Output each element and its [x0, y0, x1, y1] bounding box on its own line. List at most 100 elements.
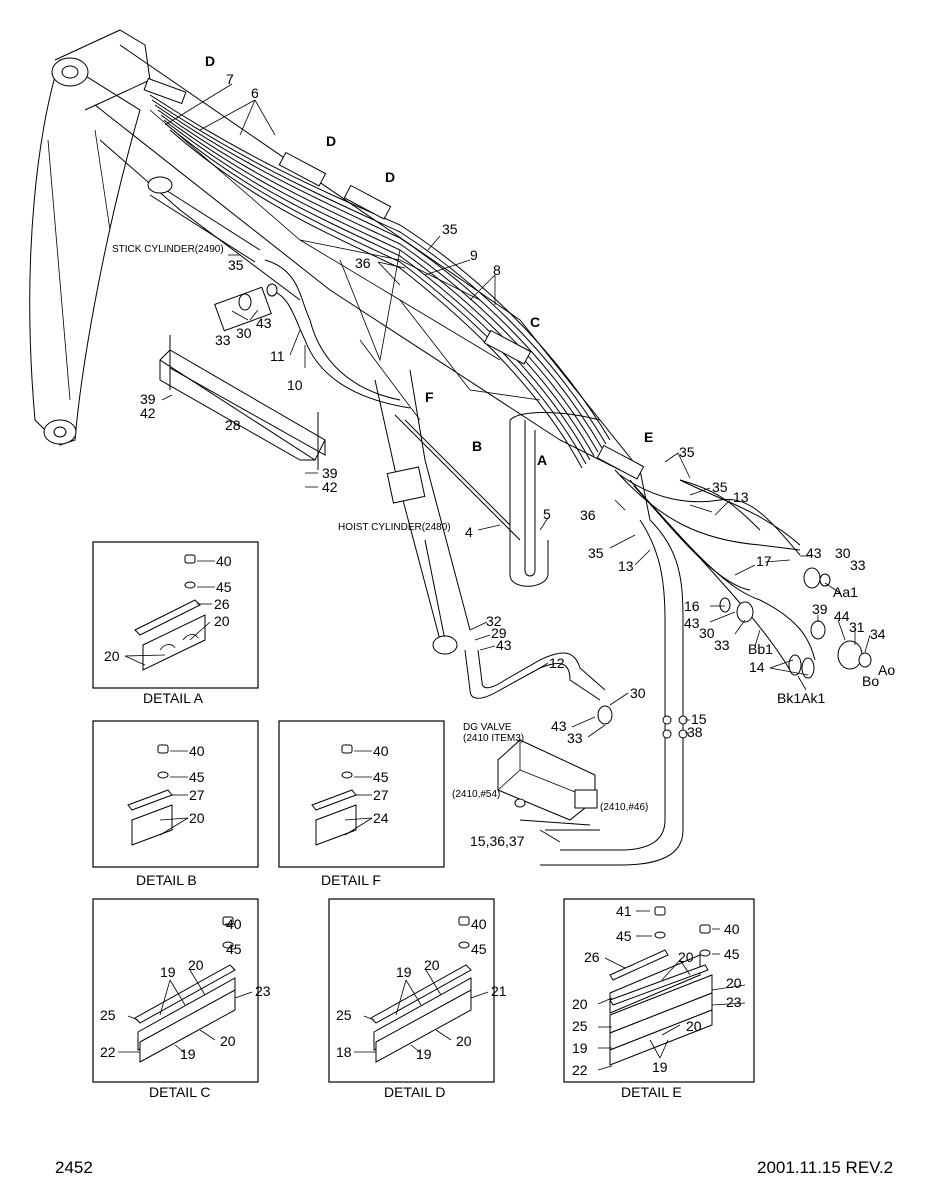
- callout-43: 43: [551, 718, 567, 734]
- hose-loop: [509, 412, 601, 587]
- detail-d-label-18: 18: [336, 1044, 352, 1060]
- detail-e-label-20: 20: [678, 949, 694, 965]
- callout-9: 9: [470, 247, 478, 263]
- dg-valve: [497, 739, 600, 831]
- callout-12: 12: [549, 655, 565, 671]
- annotation-dg-valve: DG VALVE: [463, 722, 512, 733]
- callout-29: 29: [491, 625, 507, 641]
- bracket-parts: [214, 283, 278, 332]
- annotation-hoist-cylinder: HOIST CYLINDER(2480): [338, 522, 451, 533]
- leader-lines: [161, 83, 871, 843]
- detail-e-label-40: 40: [724, 921, 740, 937]
- detail-c-label-22: 22: [100, 1044, 116, 1060]
- detail-c-label-20: 20: [220, 1033, 236, 1049]
- callout-F: F: [425, 389, 434, 405]
- detail-f-label-40: 40: [373, 743, 389, 759]
- callout-D: D: [205, 53, 215, 69]
- annotation-ref-54: (2410,#54): [452, 789, 500, 800]
- detail-f-title: DETAIL F: [321, 872, 381, 888]
- detail-c-label-23: 23: [255, 983, 271, 999]
- callout-13: 13: [618, 558, 634, 574]
- callout-35: 35: [588, 545, 604, 561]
- detail-e-label-19: 19: [652, 1059, 668, 1075]
- callout-36: 36: [355, 255, 371, 271]
- callout-32: 32: [486, 613, 502, 629]
- detail-b-label-40: 40: [189, 743, 205, 759]
- clamp-group: [143, 77, 645, 480]
- callout-33: 33: [567, 730, 583, 746]
- callout-4: 4: [465, 524, 473, 540]
- callout-5: 5: [543, 506, 551, 522]
- detail-b-label-20: 20: [189, 810, 205, 826]
- detail-f-label-24: 24: [373, 810, 389, 826]
- detail-d: 40 45 20 19 25 21 20 18 19 DETAIL D: [328, 898, 507, 1100]
- callout-C: C: [530, 314, 540, 330]
- detail-b-title: DETAIL B: [136, 872, 197, 888]
- detail-a-label-20: 20: [104, 648, 120, 664]
- annotation-dg-valve-ref: (2410 ITEM3): [463, 733, 524, 744]
- detail-f-label-27: 27: [373, 787, 389, 803]
- callout-15: 15: [691, 711, 707, 727]
- callout-30: 30: [630, 685, 646, 701]
- detail-a-label-40: 40: [216, 553, 232, 569]
- detail-a-label-20: 20: [214, 613, 230, 629]
- detail-a-title: DETAIL A: [143, 690, 204, 706]
- callout-D: D: [326, 133, 336, 149]
- callout-44: 44: [834, 608, 850, 624]
- callout-13: 13: [733, 489, 749, 505]
- callout-E: E: [644, 429, 653, 445]
- detail-b-label-45: 45: [189, 769, 205, 785]
- detail-d-label-20: 20: [424, 957, 440, 973]
- tray-28: [159, 335, 326, 470]
- detail-e-label-20: 20: [686, 1018, 702, 1034]
- callout-14: 14: [749, 659, 765, 675]
- callout-39: 39: [322, 465, 338, 481]
- callout-43: 43: [256, 315, 272, 331]
- port-label-Bk1Ak1: Bk1Ak1: [777, 690, 825, 706]
- callout-35: 35: [442, 221, 458, 237]
- detail-c-label-20: 20: [188, 957, 204, 973]
- detail-f: 40 45 27 24 DETAIL F: [278, 720, 445, 888]
- callout-30: 30: [835, 545, 851, 561]
- fittings-right: [597, 567, 872, 739]
- callout-42: 42: [322, 479, 338, 495]
- detail-e-label-23: 23: [726, 994, 742, 1010]
- port-label-Aa1: Aa1: [833, 584, 858, 600]
- callout-8: 8: [493, 262, 501, 278]
- detail-e-label-41: 41: [616, 903, 632, 919]
- detail-b-label-27: 27: [189, 787, 205, 803]
- callout-A: A: [537, 452, 547, 468]
- callout-labels: D D D C E A B F 7 6 35 36 9 8 35 33 30 4…: [112, 53, 895, 849]
- detail-d-label-45: 45: [471, 941, 487, 957]
- port-label-Bb1: Bb1: [748, 641, 773, 657]
- callout-17: 17: [756, 553, 772, 569]
- detail-e-label-19: 19: [572, 1040, 588, 1056]
- detail-d-label-25: 25: [336, 1007, 352, 1023]
- callout-43: 43: [496, 637, 512, 653]
- detail-d-label-21: 21: [491, 983, 507, 999]
- callout-10: 10: [287, 377, 303, 393]
- callout-D: D: [385, 169, 395, 185]
- port-label-Bo: Bo: [862, 673, 879, 689]
- port-label-Ao: Ao: [878, 662, 895, 678]
- detail-d-title: DETAIL D: [384, 1084, 445, 1100]
- revision-date: 2001.11.15 REV.2: [757, 1158, 894, 1177]
- detail-e-label-22: 22: [572, 1062, 588, 1078]
- callout-33: 33: [215, 332, 231, 348]
- callout-38: 38: [687, 724, 703, 740]
- page-number: 2452: [55, 1158, 93, 1177]
- hose-12: [464, 649, 606, 701]
- detail-d-label-40: 40: [471, 916, 487, 932]
- detail-c-label-19: 19: [180, 1046, 196, 1062]
- detail-d-label-19: 19: [416, 1046, 432, 1062]
- callout-35: 35: [712, 479, 728, 495]
- detail-e-title: DETAIL E: [621, 1084, 682, 1100]
- callout-36: 36: [580, 507, 596, 523]
- hose-group-lower-right: [540, 469, 816, 866]
- detail-e-label-25: 25: [572, 1018, 588, 1034]
- hose-group-left: [264, 259, 521, 541]
- callout-39: 39: [140, 391, 156, 407]
- callout-30: 30: [699, 625, 715, 641]
- detail-a: 40 45 26 20 20 DETAIL A: [92, 541, 259, 706]
